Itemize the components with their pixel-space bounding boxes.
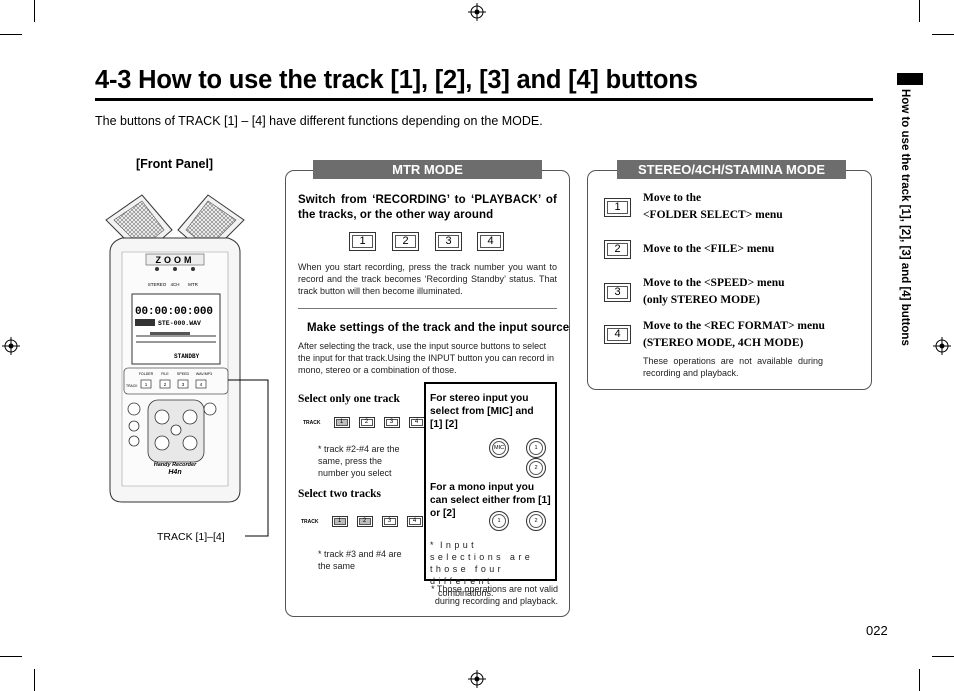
registration-mark-icon: [468, 3, 486, 21]
two-tracks-heading: Select two tracks: [298, 488, 382, 500]
page-title: 4-3 How to use the track [1], [2], [3] a…: [95, 66, 698, 94]
display-file: STE-000.WAV: [158, 320, 201, 327]
stereo-track-key-2[interactable]: 2: [604, 240, 631, 259]
stereo-item-4-line2: (STEREO MODE, 4CH MODE): [643, 337, 804, 349]
mtr-section1-text: When you start recording, press the trac…: [298, 262, 557, 296]
mtr-track-key-3[interactable]: 3: [435, 232, 462, 251]
small-track-label: TRACK: [301, 518, 319, 525]
stereo-item-4-line1: Move to the <REC FORMAT> menu: [643, 320, 825, 332]
crop-mark: [932, 656, 954, 657]
small-track-key[interactable]: 1: [333, 417, 350, 428]
model-line-2: H4n: [168, 469, 181, 476]
mtr-section2-text: After selecting the track, use the input…: [298, 341, 554, 375]
crop-mark: [919, 669, 920, 691]
stereo-item-3-line2: (only STEREO MODE): [643, 294, 760, 306]
track-key-label: 3: [182, 382, 185, 387]
page-number: 022: [866, 623, 888, 638]
stereo-mode-header: STEREO/4CH/STAMINA MODE: [617, 160, 846, 179]
stereo-track-key-4[interactable]: 4: [604, 325, 631, 344]
track-caption: TRACK [1]–[4]: [157, 531, 225, 543]
intro-text: The buttons of TRACK [1] – [4] have diff…: [95, 114, 543, 128]
stereo-note: These operations are not available durin…: [643, 356, 823, 378]
menu-label: FOLDER: [139, 372, 154, 376]
display-time: 00:00:00:000: [135, 306, 213, 318]
registration-mark-icon: [2, 337, 20, 355]
note-star: *: [430, 540, 434, 550]
small-track-key[interactable]: 4: [408, 417, 425, 428]
track-key-label: 1: [145, 382, 148, 387]
crop-mark: [0, 34, 22, 35]
one-track-heading: Select only one track: [298, 393, 400, 405]
mode-label: MTR: [188, 282, 198, 287]
stereo-track-key-1[interactable]: 1: [604, 198, 631, 217]
mtr-section2-heading: Make settings of the track and the input…: [307, 322, 570, 334]
callout-line: [228, 379, 269, 537]
crop-mark: [34, 669, 35, 691]
input-1-button[interactable]: 1: [526, 438, 546, 458]
registration-mark-icon: [933, 337, 951, 355]
menu-label: FILE: [161, 372, 169, 376]
input-1-button[interactable]: 1: [489, 511, 509, 531]
input-source-box: [424, 382, 557, 581]
track-key-label: 4: [200, 382, 203, 387]
mic-button[interactable]: MIC: [489, 438, 509, 458]
title-rule: [95, 98, 873, 101]
mono-input-heading: For a mono input you can select either f…: [430, 482, 551, 519]
menu-label: SPEED: [177, 372, 190, 376]
crop-mark: [0, 656, 22, 657]
one-track-keys: TRACK 1 2 3 4: [303, 417, 425, 428]
track-key-label: 2: [164, 382, 167, 387]
note-spaced-text: Input selections are those four differen…: [430, 540, 534, 586]
mtr-track-key-4[interactable]: 4: [477, 232, 504, 251]
crop-mark: [34, 0, 35, 22]
two-tracks-note: * track #3 and #4 are the same: [318, 549, 402, 571]
input-2-button[interactable]: 2: [526, 458, 546, 478]
mtr-section1-heading: Switch from ‘RECORDING’ to ‘PLAYBACK’ of…: [298, 194, 557, 221]
small-track-key[interactable]: 3: [381, 516, 398, 527]
mtr-footer-note: * Those operations are not valid during …: [431, 584, 558, 606]
model-line-1: Handy Recorder: [154, 462, 197, 468]
stereo-item-1-line1: Move to the: [643, 192, 702, 204]
mode-label: STEREO: [148, 282, 167, 287]
menu-label: WAV/MP3: [196, 372, 212, 376]
small-track-key[interactable]: 1: [331, 516, 348, 527]
small-track-key[interactable]: 4: [406, 516, 423, 527]
registration-mark-icon: [468, 670, 486, 688]
stereo-track-key-3[interactable]: 3: [604, 283, 631, 302]
display-status: STANDBY: [174, 353, 200, 360]
divider: [298, 308, 557, 309]
stereo-input-heading: For stereo input you select from [MIC] a…: [430, 393, 534, 430]
mtr-track-key-2[interactable]: 2: [392, 232, 419, 251]
input-2-button[interactable]: 2: [526, 511, 546, 531]
mtr-track-key-1[interactable]: 1: [349, 232, 376, 251]
stereo-item-3-line1: Move to the <SPEED> menu: [643, 277, 785, 289]
crop-mark: [932, 34, 954, 35]
two-tracks-keys: TRACK 1 2 3 4: [301, 516, 423, 527]
track-label: TRACK: [126, 384, 138, 388]
mtr-mode-header: MTR MODE: [313, 160, 542, 179]
crop-mark: [919, 0, 920, 22]
note-end-text: combinations.: [438, 588, 494, 598]
side-tab-marker: [897, 73, 923, 85]
mode-label: 4CH: [170, 282, 179, 287]
brand-logo: ZOOM: [156, 255, 195, 265]
stereo-item-2-line1: Move to the <FILE> menu: [643, 243, 775, 255]
one-track-note: * track #2-#4 are the same, press the nu…: [318, 444, 400, 478]
front-panel-label: [Front Panel]: [136, 157, 214, 171]
side-section-title: How to use the track [1], [2], [3] and […: [899, 89, 911, 346]
small-track-key[interactable]: 3: [383, 417, 400, 428]
small-track-key[interactable]: 2: [358, 417, 375, 428]
combination-note: * Input selections are those four differ…: [430, 539, 552, 599]
small-track-key[interactable]: 2: [356, 516, 373, 527]
small-track-label: TRACK: [303, 419, 321, 426]
stereo-item-1-line2: <FOLDER SELECT> menu: [643, 209, 783, 221]
recorder-illustration: ZOOM STEREO 4CH MTR 00:00:00:000 STE-000…: [105, 194, 245, 503]
